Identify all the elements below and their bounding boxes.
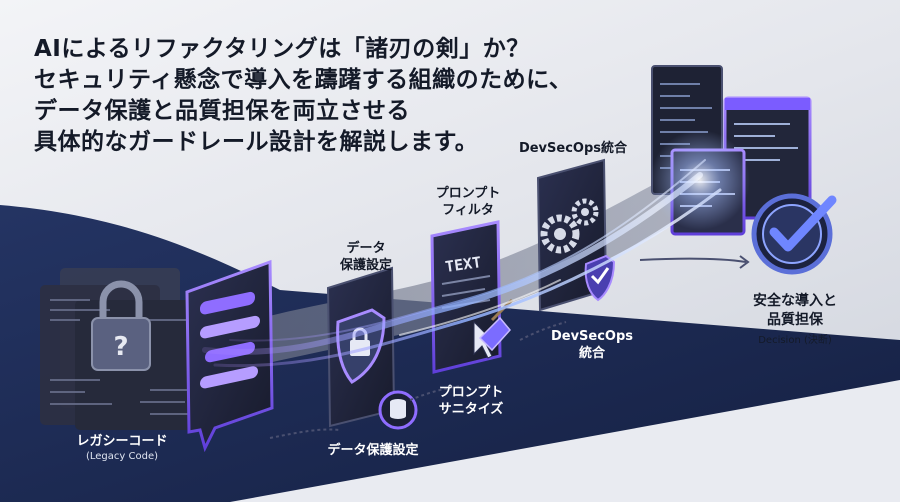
devsecops-top-title: DevSecOps統合 [518, 141, 628, 156]
decision-line-2: 品質担保 [767, 312, 823, 328]
gears-shield-icon [540, 198, 616, 302]
data-protection-title: データ保護設定 [327, 443, 419, 458]
data-protection-top-line-1: データ [346, 241, 386, 256]
prompt-sanitize-line-1: プロンプト [438, 385, 504, 400]
headline-line-1: AIによるリファクタリングは「諸刃の剣」か？ [34, 36, 530, 62]
prompt-card-text: TEXT [444, 253, 482, 276]
data-protection-top-line-2: 保護設定 [339, 258, 392, 273]
prompt-sanitize-line-2: サニタイズ [438, 402, 504, 417]
data-protection-top-label: データ 保護設定 [318, 240, 414, 274]
glowing-flow [202, 159, 722, 368]
devsecops-label: DevSecOps 統合 [532, 328, 652, 362]
padlock-question-icon: ? [91, 280, 151, 371]
chat-card [185, 259, 274, 453]
legacy-code-title: レガシーコード [76, 434, 168, 449]
headline-line-4: 具体的なガードレール設計を解説します。 [34, 129, 479, 155]
prompt-filter-top-line-2: フィルタ [442, 203, 494, 218]
headline: AIによるリファクタリングは「諸刃の剣」か？ セキュリティ懸念で導入を躊躇する組… [34, 34, 594, 158]
prompt-filter-top-line-1: プロンプト [435, 186, 501, 201]
check-circle-icon [751, 193, 837, 275]
decision-line-1: 安全な導入と [753, 293, 837, 309]
prompt-filter-card [430, 220, 514, 374]
connector-arrows [269, 255, 750, 439]
headline-line-2: セキュリティ懸念で導入を躊躇する組織のために、 [34, 67, 573, 93]
data-protection-card [326, 266, 418, 430]
devsecops-line-2: 統合 [578, 346, 605, 361]
svg-text:?: ? [113, 332, 128, 362]
background-light-wedge [230, 380, 900, 502]
devsecops-top-label: DevSecOps統合 [508, 140, 638, 157]
devsecops-line-1: DevSecOps [550, 329, 634, 344]
prompt-filter-top-label: プロンプト フィルタ [418, 185, 518, 219]
glow-point [650, 130, 750, 230]
database-icon [390, 399, 406, 419]
headline-line-3: データ保護と品質担保を両立させる [34, 98, 410, 124]
prompt-sanitize-label: プロンプト サニタイズ [416, 384, 526, 418]
decision-subtitle: Decision (決断) [758, 335, 832, 346]
decision-label: 安全な導入と 品質担保 Decision (決断) [730, 292, 860, 348]
devsecops-card [536, 158, 616, 312]
data-protection-label: データ保護設定 [298, 442, 448, 459]
legacy-code-label: レガシーコード (Legacy Code) [52, 433, 192, 464]
legacy-code-subtitle: (Legacy Code) [85, 451, 159, 462]
